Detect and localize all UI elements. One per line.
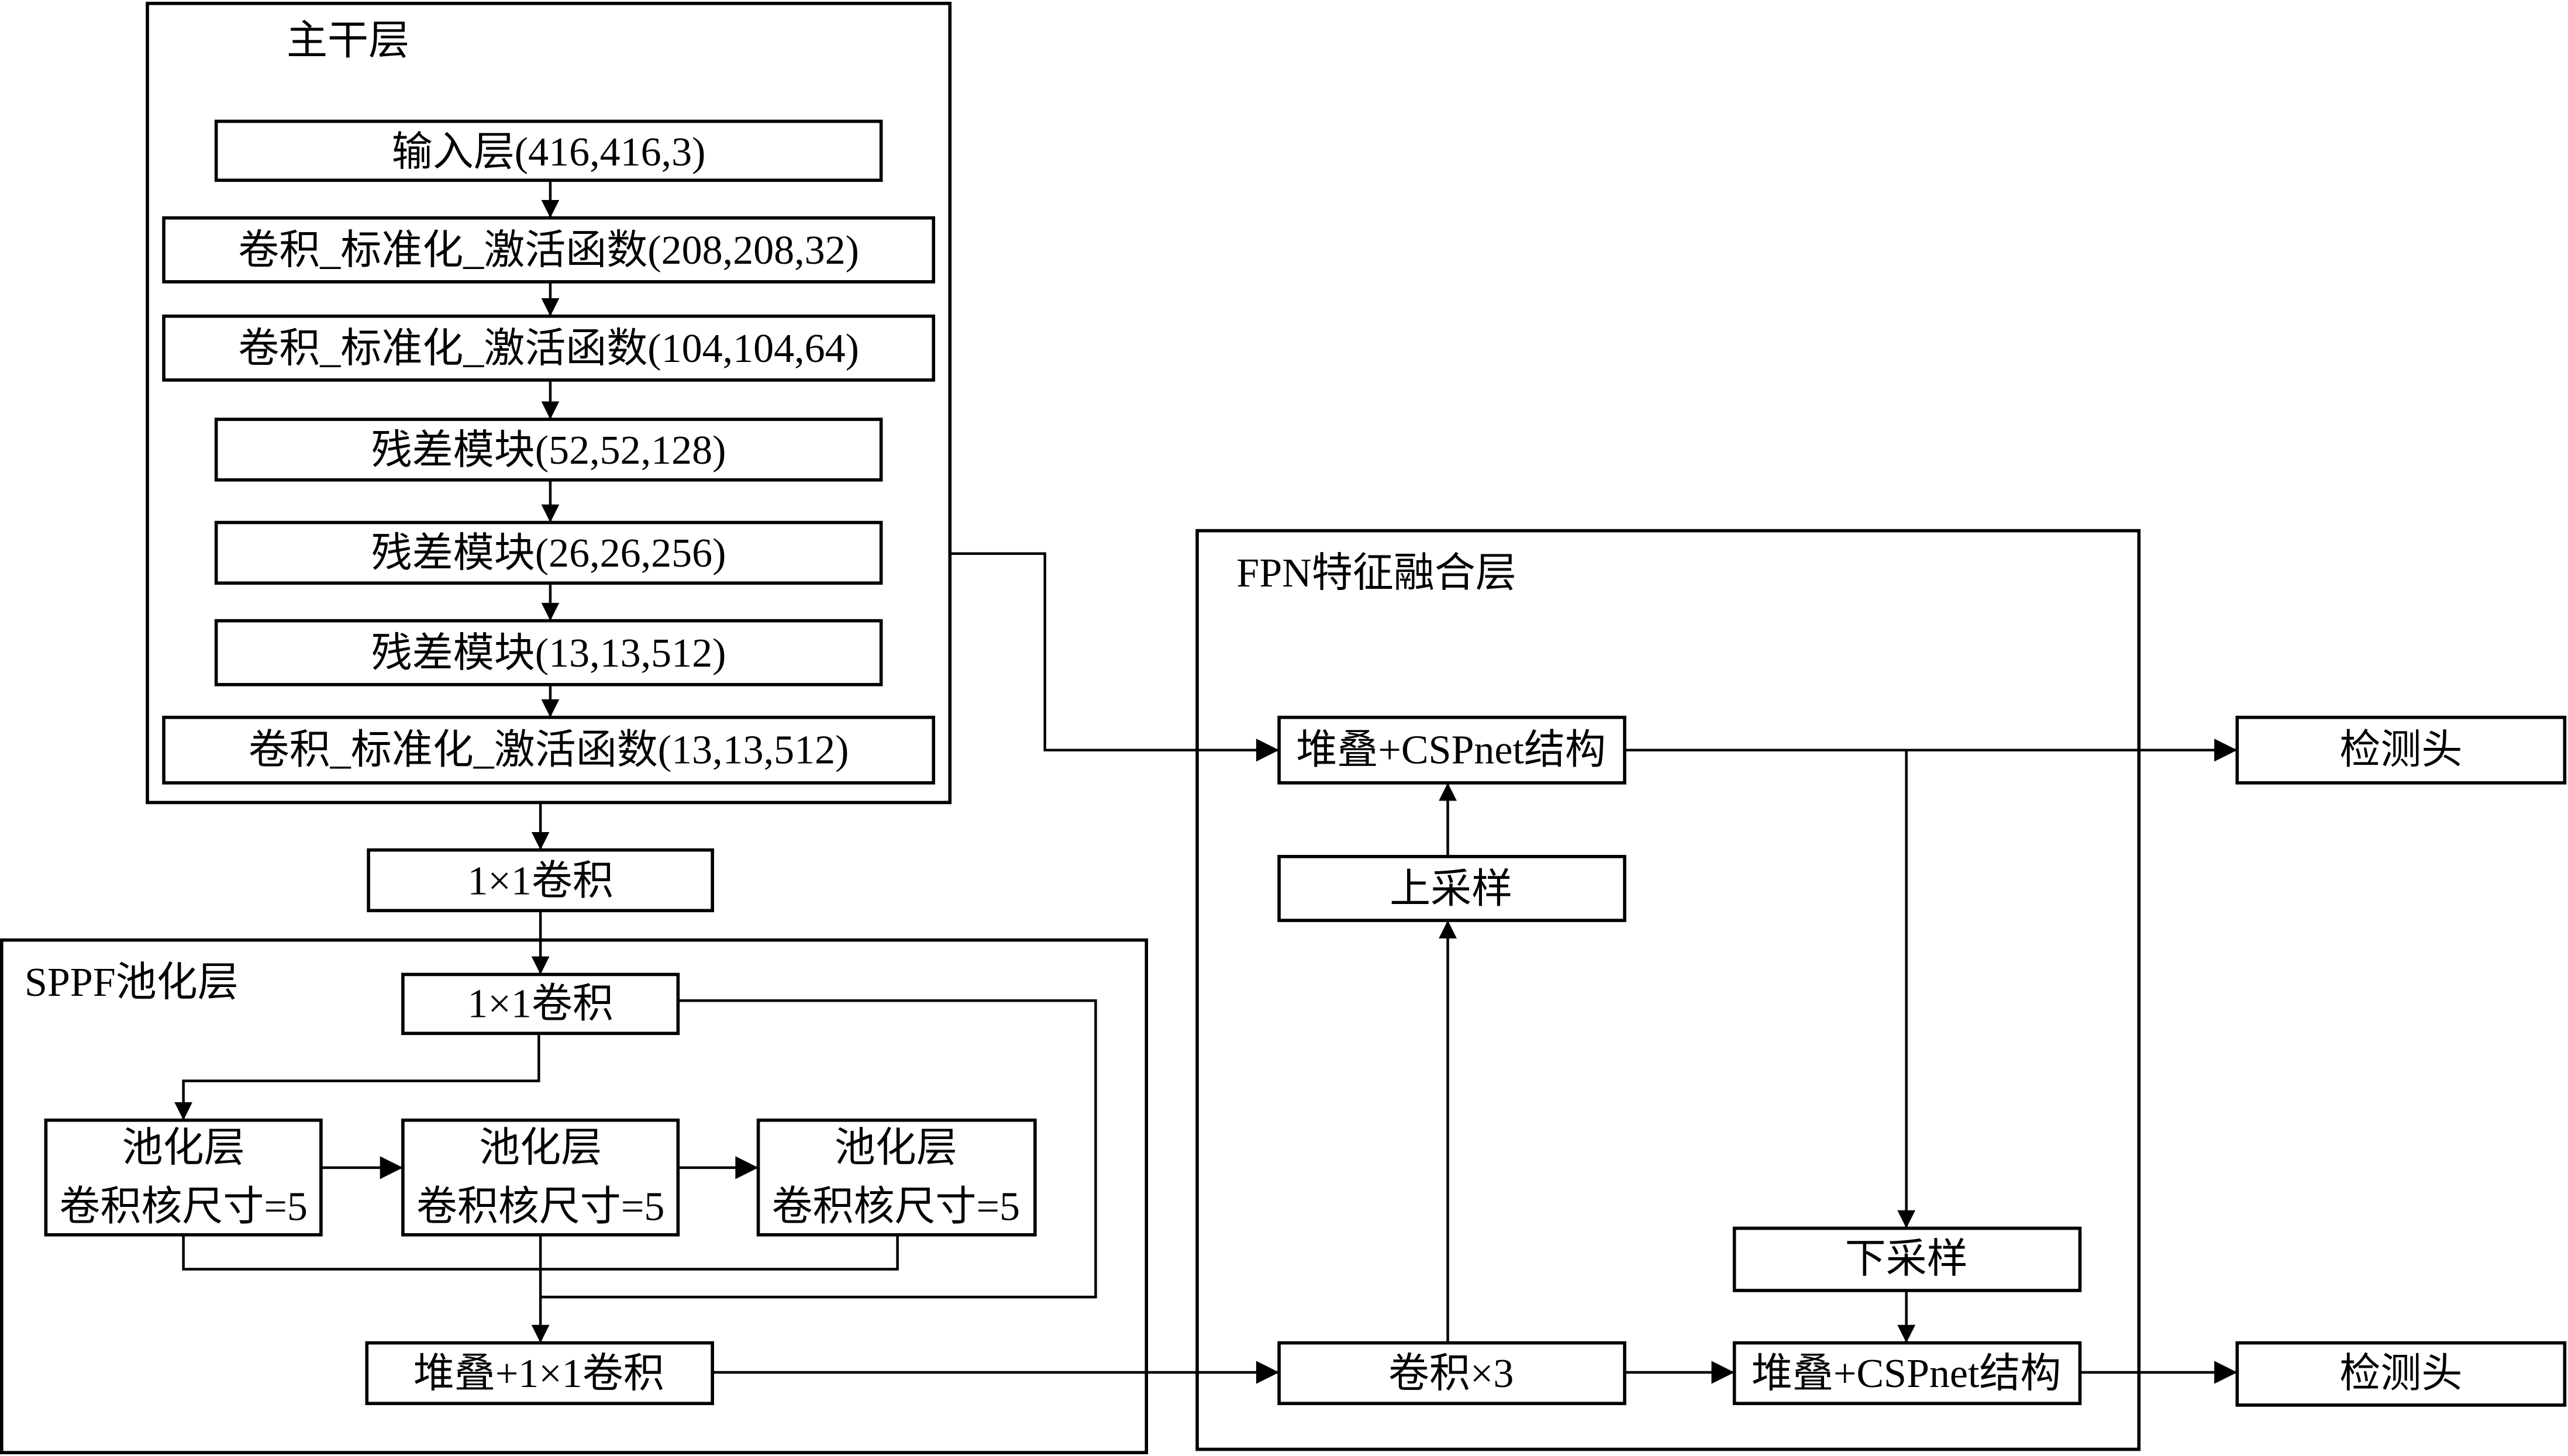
residual-block-3-label: 残差模块(13,13,512) (371, 631, 726, 676)
conv-in-skip-line (540, 999, 1097, 1299)
upsample-label: 上采样 (1390, 867, 1512, 912)
pool-2-title: 池化层 (479, 1126, 602, 1171)
fpn-frame (1195, 529, 2141, 1451)
backbone-title: 主干层 (287, 19, 409, 64)
pool-3-kernel: 卷积核尺寸=5 (772, 1185, 1020, 1230)
arrow-conv-in-to-pool1 (174, 1033, 540, 1120)
sppf-conv-in-node[interactable]: 1×1卷积 (401, 972, 680, 1036)
conv-bn-act-1-label: 卷积_标准化_激活函数(208,208,32) (238, 228, 859, 273)
conv-x3-label: 卷积×3 (1388, 1351, 1514, 1396)
conv-bn-act-3-node[interactable]: 卷积_标准化_激活函数(13,13,512) (162, 715, 936, 785)
residual-block-1-label: 残差模块(52,52,128) (371, 428, 726, 473)
stack-csp-bottom-label: 堆叠+CSPnet结构 (1752, 1351, 2062, 1396)
detection-head-top-node[interactable]: 检测头 (2235, 715, 2567, 785)
pool-2-kernel: 卷积核尺寸=5 (416, 1185, 664, 1230)
arrow-res2-to-stack-top (950, 552, 1280, 762)
detection-head-bottom-label: 检测头 (2339, 1351, 2462, 1396)
residual-block-3-node[interactable]: 残差模块(13,13,512) (214, 619, 883, 686)
conv-bn-act-2-label: 卷积_标准化_激活函数(104,104,64) (238, 326, 859, 371)
pool-2-node[interactable]: 池化层 卷积核尺寸=5 (401, 1118, 680, 1237)
sppf-title: SPPF池化层 (25, 960, 239, 1005)
residual-block-2-node[interactable]: 残差模块(26,26,256) (214, 520, 883, 585)
sppf-frame (0, 938, 1149, 1454)
sppf-concat-node[interactable]: 堆叠+1×1卷积 (365, 1341, 714, 1405)
pool-1-title: 池化层 (122, 1126, 245, 1171)
mid-conv-1x1-label: 1×1卷积 (467, 858, 613, 903)
mid-conv-1x1-node[interactable]: 1×1卷积 (367, 848, 714, 913)
stack-csp-top-label: 堆叠+CSPnet结构 (1296, 727, 1606, 772)
backbone-frame (146, 2, 952, 805)
stack-csp-bottom-node[interactable]: 堆叠+CSPnet结构 (1732, 1341, 2082, 1405)
residual-block-1-node[interactable]: 残差模块(52,52,128) (214, 418, 883, 482)
residual-block-2-label: 残差模块(26,26,256) (371, 531, 726, 576)
upsample-node[interactable]: 上采样 (1277, 855, 1626, 922)
pool-3-title: 池化层 (835, 1126, 957, 1171)
detection-head-top-label: 检测头 (2339, 727, 2462, 772)
downsample-label: 下采样 (1845, 1237, 1968, 1282)
sppf-group: SPPF池化层 1×1卷积 池化层 卷积核尺寸=5 池化层 卷积核尺寸=5 池化… (0, 938, 1149, 1454)
sppf-concat-label: 堆叠+1×1卷积 (413, 1351, 664, 1396)
fpn-title: FPN特征融合层 (1236, 551, 1516, 596)
conv-bn-act-3-label: 卷积_标准化_激活函数(13,13,512) (249, 727, 849, 772)
sppf-conv-in-label: 1×1卷积 (467, 981, 613, 1026)
conv-bn-act-2-node[interactable]: 卷积_标准化_激活函数(104,104,64) (162, 314, 936, 382)
stack-csp-top-node[interactable]: 堆叠+CSPnet结构 (1277, 715, 1626, 785)
conv-x3-node[interactable]: 卷积×3 (1277, 1341, 1626, 1405)
downsample-node[interactable]: 下采样 (1732, 1226, 2082, 1292)
conv-bn-act-1-node[interactable]: 卷积_标准化_激活函数(208,208,32) (162, 216, 936, 284)
backbone-group: 主干层 输入层(416,416,3) 卷积_标准化_激活函数(208,208,3… (146, 2, 952, 805)
input-layer-node[interactable]: 输入层(416,416,3) (214, 119, 883, 182)
pool-1-node[interactable]: 池化层 卷积核尺寸=5 (44, 1118, 323, 1237)
detection-head-bottom-node[interactable]: 检测头 (2235, 1341, 2567, 1407)
pool-3-node[interactable]: 池化层 卷积核尺寸=5 (756, 1118, 1037, 1237)
input-layer-label: 输入层(416,416,3) (392, 130, 706, 175)
pool-1-kernel: 卷积核尺寸=5 (59, 1185, 307, 1230)
fpn-group: FPN特征融合层 堆叠+CSPnet结构 上采样 卷积×3 下采样 堆叠+CSP… (1195, 529, 2141, 1451)
